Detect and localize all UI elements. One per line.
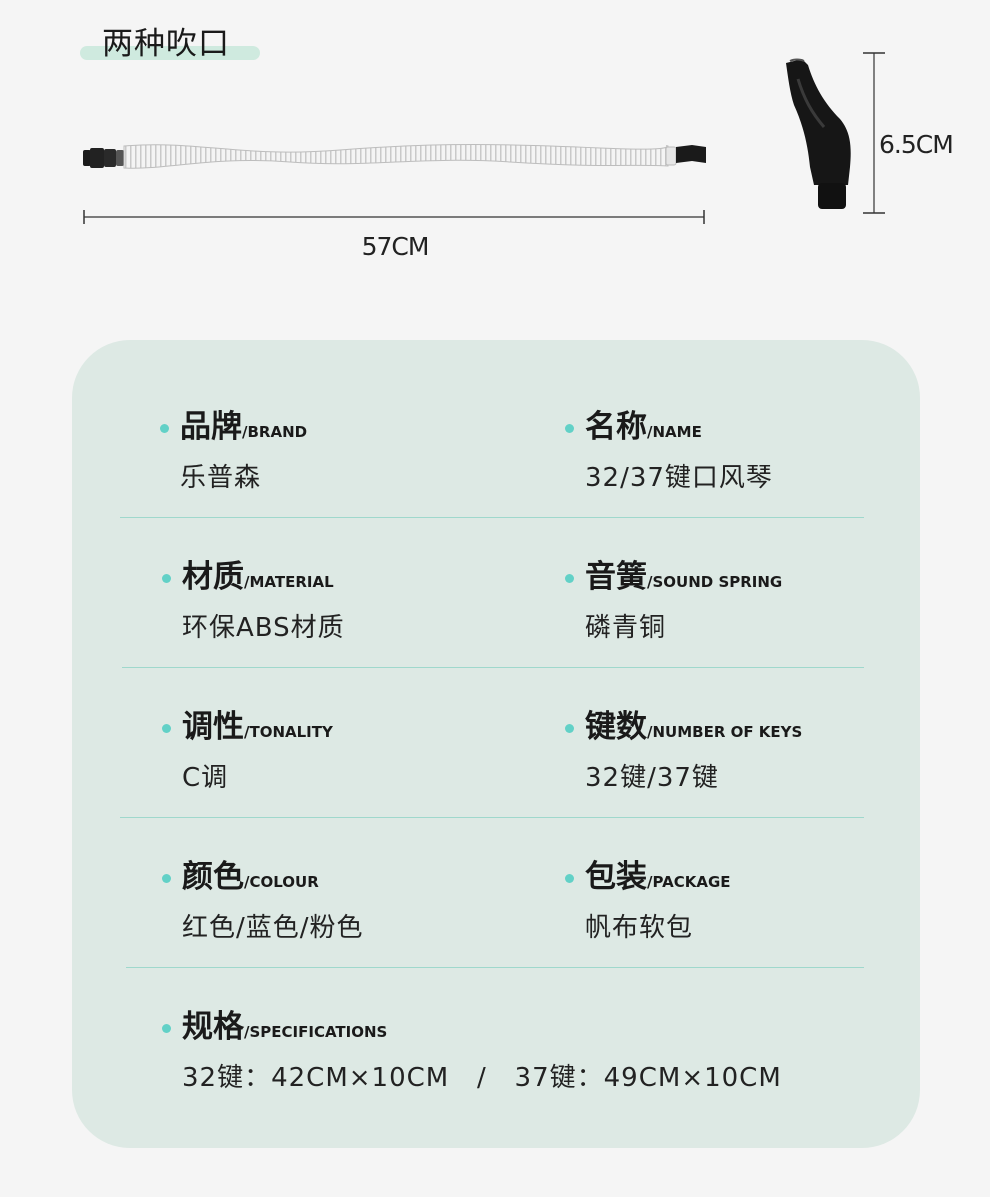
spec-value: 32/37键口风琴 <box>585 463 773 493</box>
bullet-dot <box>565 874 574 883</box>
row-divider <box>120 817 864 818</box>
spec-label-en: /SOUND SPRING <box>647 573 783 591</box>
bullet-dot <box>565 424 574 433</box>
spec-brand: 品牌/BRAND 乐普森 <box>160 409 308 494</box>
spec-value: 32键/37键 <box>585 763 719 793</box>
spec-label-en: /PACKAGE <box>647 873 731 891</box>
bullet-dot <box>162 724 171 733</box>
hose-tube-image <box>80 138 710 178</box>
spec-label-cn: 音簧 <box>585 559 647 595</box>
row-divider <box>122 667 864 668</box>
spec-value: C调 <box>182 763 229 793</box>
row-divider <box>120 517 864 518</box>
spec-label-en: /MATERIAL <box>244 573 334 591</box>
title-highlight-bar <box>80 46 260 60</box>
spec-label-cn: 包装 <box>585 859 647 895</box>
spec-label-cn: 颜色 <box>182 859 244 895</box>
spec-value: 环保ABS材质 <box>182 613 345 643</box>
mouthpiece-image <box>780 55 855 215</box>
spec-label-cn: 品牌 <box>180 409 242 445</box>
hose-length-label: 57CM <box>361 232 430 261</box>
spec-value: 磷青铜 <box>585 613 667 643</box>
title-text: 两种吹口 <box>102 26 230 62</box>
spec-label-en: /BRAND <box>242 423 308 441</box>
spec-label-en: /COLOUR <box>244 873 319 891</box>
spec-label-cn: 材质 <box>182 559 244 595</box>
length-dimension-line <box>83 208 705 226</box>
spec-label-en: /NUMBER OF KEYS <box>647 723 803 741</box>
spec-label-cn: 名称 <box>585 409 647 445</box>
spec-package: 包装/PACKAGE 帆布软包 <box>565 859 731 944</box>
spec-label-en: /NAME <box>647 423 702 441</box>
spec-name: 名称/NAME 32/37键口风琴 <box>565 409 773 494</box>
height-dimension-line <box>862 52 886 214</box>
bullet-dot <box>162 574 171 583</box>
bullet-dot <box>565 574 574 583</box>
spec-label-cn: 规格 <box>182 1009 244 1045</box>
bullet-dot <box>160 424 169 433</box>
spec-label-en: /SPECIFICATIONS <box>244 1023 388 1041</box>
section-title: 两种吹口 <box>80 18 260 63</box>
spec-label-cn: 调性 <box>182 709 244 745</box>
spec-tonality: 调性/TONALITY C调 <box>162 709 333 794</box>
bullet-dot <box>162 1024 171 1033</box>
spec-value: 红色/蓝色/粉色 <box>182 913 364 943</box>
row-divider <box>126 967 864 968</box>
spec-material: 材质/MATERIAL 环保ABS材质 <box>162 559 345 644</box>
spec-label-cn: 键数 <box>585 709 647 745</box>
bullet-dot <box>565 724 574 733</box>
spec-specifications: 规格/SPECIFICATIONS 32键：42CM×10CM / 37键：49… <box>162 1009 782 1094</box>
spec-sound-spring: 音簧/SOUND SPRING 磷青铜 <box>565 559 783 644</box>
spec-label-en: /TONALITY <box>244 723 333 741</box>
mouthpiece-height-label: 6.5CM <box>879 130 954 159</box>
spec-value: 32键：42CM×10CM / 37键：49CM×10CM <box>182 1063 782 1093</box>
spec-value: 乐普森 <box>180 463 262 493</box>
bullet-dot <box>162 874 171 883</box>
spec-number-of-keys: 键数/NUMBER OF KEYS 32键/37键 <box>565 709 803 794</box>
spec-value: 帆布软包 <box>585 913 694 943</box>
spec-colour: 颜色/COLOUR 红色/蓝色/粉色 <box>162 859 364 944</box>
spec-card: 品牌/BRAND 乐普森 名称/NAME 32/37键口风琴 材质/MATERI… <box>72 340 920 1148</box>
